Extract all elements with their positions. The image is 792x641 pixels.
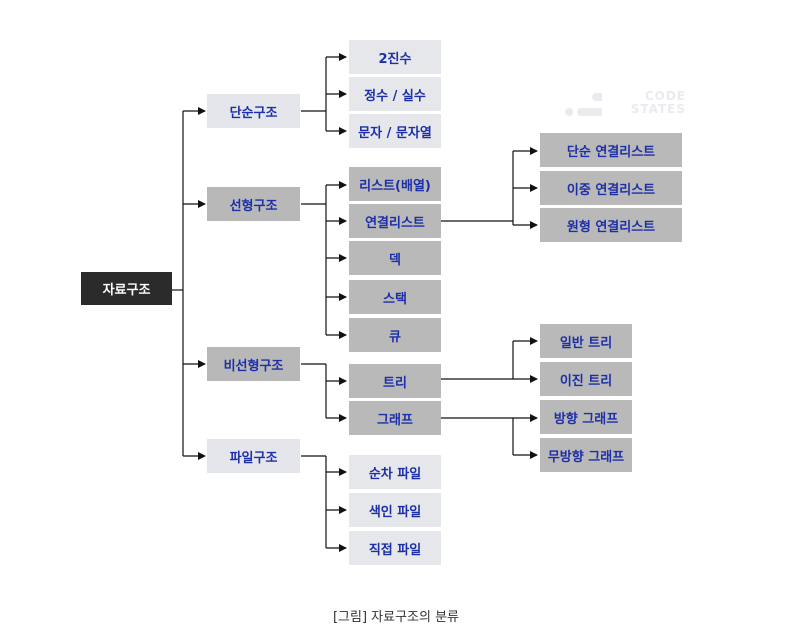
graph-undirected: 무방향 그래프	[540, 438, 632, 472]
category-file: 파일구조	[207, 439, 300, 473]
linear-item-stack: 스택	[349, 280, 441, 314]
tree-binary: 이진 트리	[540, 362, 632, 396]
category-simple: 단순구조	[207, 94, 300, 128]
nonlinear-item-tree: 트리	[349, 364, 441, 398]
logo-mark-icon	[565, 93, 602, 116]
simple-item-number: 정수 / 실수	[349, 77, 441, 111]
graph-directed: 방향 그래프	[540, 400, 632, 434]
linear-item-linked-list: 연결리스트	[349, 204, 441, 238]
linear-item-deque: 덱	[349, 241, 441, 275]
watermark-line2: STATES	[630, 102, 686, 116]
simple-item-string: 문자 / 문자열	[349, 114, 441, 148]
watermark-line1: CODE	[644, 89, 686, 103]
linked-list-doubly: 이중 연결리스트	[540, 171, 682, 205]
linked-list-singly: 단순 연결리스트	[540, 133, 682, 167]
linear-item-queue: 큐	[349, 318, 441, 352]
figure-caption: [그림] 자료구조의 분류	[332, 610, 460, 625]
codestates-watermark: CODE STATES	[562, 90, 686, 124]
linked-list-circular: 원형 연결리스트	[540, 208, 682, 242]
file-item-direct: 직접 파일	[349, 531, 441, 565]
simple-item-binary: 2진수	[349, 40, 441, 74]
root-node: 자료구조	[81, 272, 172, 305]
file-item-indexed: 색인 파일	[349, 493, 441, 527]
nonlinear-item-graph: 그래프	[349, 401, 441, 435]
tree-general: 일반 트리	[540, 324, 632, 358]
file-item-sequential: 순차 파일	[349, 455, 441, 489]
category-nonlinear: 비선형구조	[207, 347, 300, 381]
category-linear: 선형구조	[207, 187, 300, 221]
linear-item-list: 리스트(배열)	[349, 167, 441, 201]
